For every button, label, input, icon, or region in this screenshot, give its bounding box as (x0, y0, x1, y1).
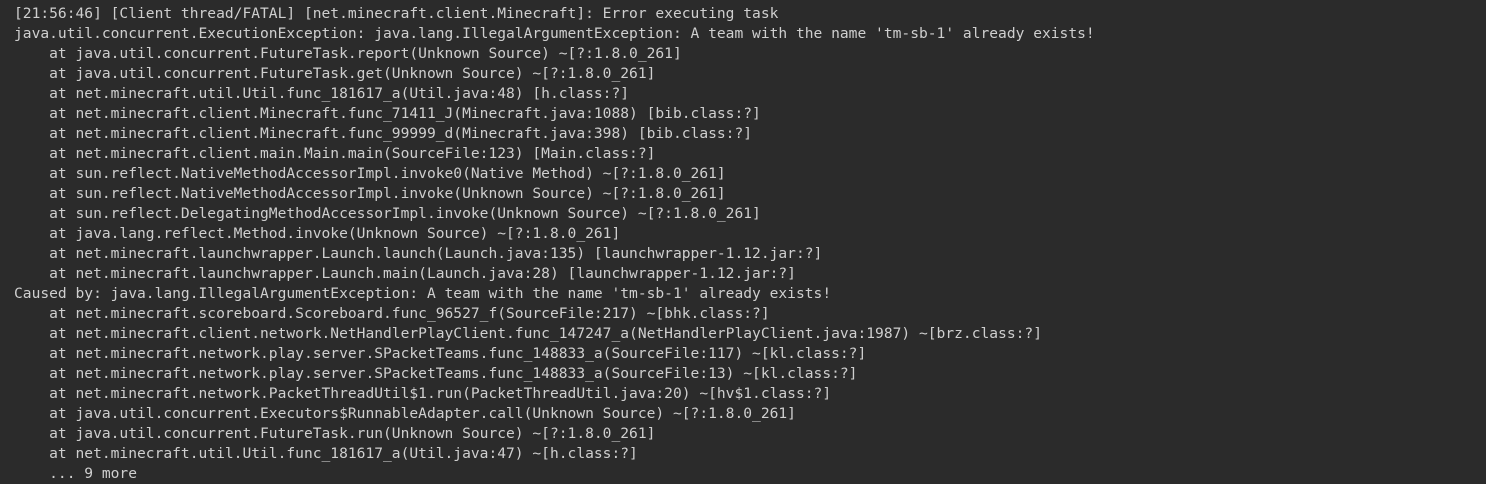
log-line: at net.minecraft.launchwrapper.Launch.ma… (14, 265, 796, 282)
log-line: at net.minecraft.client.Minecraft.func_9… (14, 125, 753, 142)
log-line: ... 9 more (14, 465, 138, 482)
log-line: at net.minecraft.network.play.server.SPa… (14, 345, 867, 362)
log-line: at net.minecraft.client.Minecraft.func_7… (14, 105, 761, 122)
log-line: at sun.reflect.NativeMethodAccessorImpl.… (14, 185, 726, 202)
log-line: at net.minecraft.util.Util.func_181617_a… (14, 85, 630, 102)
log-line: at java.lang.reflect.Method.invoke(Unkno… (14, 225, 621, 242)
log-line: at sun.reflect.DelegatingMethodAccessorI… (14, 205, 761, 222)
log-line: at java.util.concurrent.FutureTask.repor… (14, 45, 682, 62)
log-line: at net.minecraft.client.main.Main.main(S… (14, 145, 656, 162)
log-line: [21:56:46] [Client thread/FATAL] [net.mi… (14, 5, 779, 22)
log-line: Caused by: java.lang.IllegalArgumentExce… (14, 285, 832, 302)
log-line: at net.minecraft.launchwrapper.Launch.la… (14, 245, 823, 262)
log-line: at net.minecraft.network.PacketThreadUti… (14, 385, 832, 402)
log-line: at java.util.concurrent.Executors$Runnab… (14, 405, 796, 422)
log-line: java.util.concurrent.ExecutionException:… (14, 25, 1095, 42)
log-line: at java.util.concurrent.FutureTask.run(U… (14, 425, 656, 442)
log-line: at sun.reflect.NativeMethodAccessorImpl.… (14, 165, 726, 182)
log-line: at net.minecraft.client.network.NetHandl… (14, 325, 1042, 342)
log-line: at net.minecraft.network.play.server.SPa… (14, 365, 858, 382)
log-line: at java.util.concurrent.FutureTask.get(U… (14, 65, 656, 82)
log-line: at net.minecraft.util.Util.func_181617_a… (14, 445, 638, 462)
log-line: at net.minecraft.scoreboard.Scoreboard.f… (14, 305, 770, 322)
